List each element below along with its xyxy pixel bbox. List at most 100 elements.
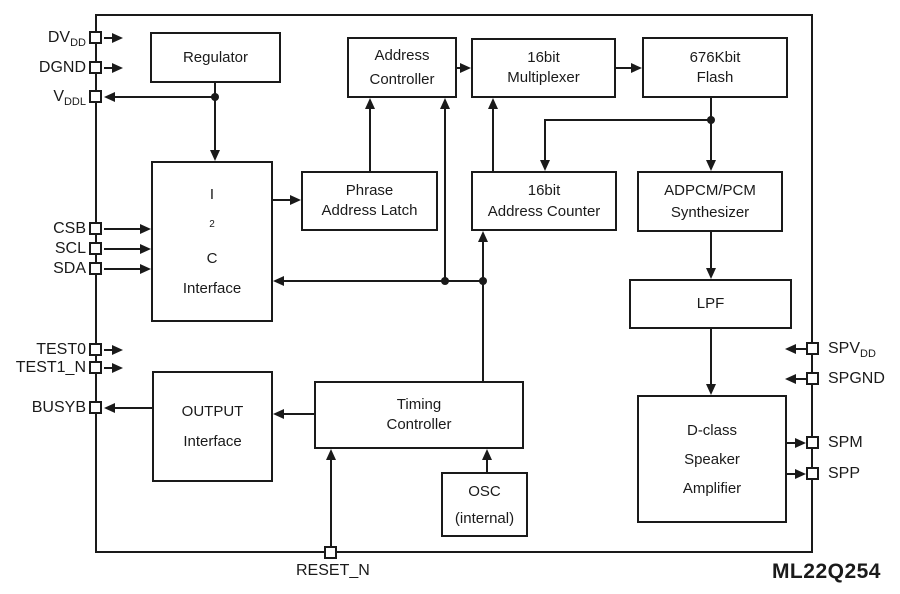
junction-dot-vddl: [211, 93, 219, 101]
block-label: 676Kbit: [689, 48, 741, 66]
wire-amp-to-spp: [787, 473, 795, 475]
wire-regulator-to-i2c: [214, 83, 216, 150]
wire-csb-to-i2c: [104, 228, 140, 230]
pin-spvdd: [806, 342, 819, 355]
wire-counter-to-mux: [492, 109, 494, 171]
pin-label-test0: TEST0: [36, 341, 86, 358]
arrowhead-mux-to-flash: [631, 63, 642, 73]
block-label: Speaker: [684, 450, 740, 468]
wire-dvdd-stub: [104, 37, 112, 39]
pin-spm: [806, 436, 819, 449]
pin-scl: [89, 242, 102, 255]
wire-timing-to-output: [284, 413, 314, 415]
block-output-interface: OUTPUT Interface: [152, 371, 273, 482]
pin-label-spm: SPM: [828, 434, 863, 451]
block-label: OUTPUT: [181, 402, 244, 420]
arrowhead-i2c-to-phrase: [290, 195, 301, 205]
wire-timing-to-counter: [482, 242, 484, 381]
block-label: Address Counter: [487, 203, 601, 220]
wire-dgnd-stub: [104, 67, 112, 69]
wire-adpcm-to-lpf: [710, 232, 712, 268]
block-address-controller: Address Controller: [347, 37, 457, 98]
pin-label-test1-n: TEST1_N: [15, 359, 86, 376]
pin-busyb: [89, 401, 102, 414]
arrowhead-regulator-to-i2c: [210, 150, 220, 161]
arrowhead-dgnd-in: [112, 63, 123, 73]
arrowhead-resetn-to-timing: [326, 449, 336, 460]
block-lpf: LPF: [629, 279, 792, 329]
part-number-label: ML22Q254: [771, 560, 881, 583]
block-676kbit-flash: 676Kbit Flash: [642, 37, 788, 98]
arrowhead-timing-to-counter: [478, 231, 488, 242]
arrowhead-phrase-to-addrctrl: [365, 98, 375, 109]
block-label: LPF: [696, 295, 725, 312]
superscript: 2: [209, 218, 215, 230]
pin-label-busyb: BUSYB: [31, 399, 86, 416]
wire-vddl-out: [115, 96, 215, 98]
arrowhead-output-to-busyb: [104, 403, 115, 413]
pin-dvdd: [89, 31, 102, 44]
block-label: Controller: [369, 70, 435, 88]
subscript: DD: [70, 37, 86, 50]
wire-branch-to-counter: [544, 119, 546, 160]
block-phrase-address-latch: Phrase Address Latch: [301, 171, 438, 231]
pin-sda: [89, 262, 102, 275]
block-label: Phrase: [345, 182, 394, 199]
wire-resetn-to-timing: [330, 460, 332, 546]
block-label: Interface: [183, 432, 242, 450]
arrowhead-lpf-to-amp: [706, 384, 716, 395]
arrowhead-flash-to-adpcm: [706, 160, 716, 171]
pin-vddl: [89, 90, 102, 103]
arrowhead-spvdd-in: [785, 344, 796, 354]
wire-lpf-to-amp: [710, 329, 712, 384]
arrowhead-vddl-out: [104, 92, 115, 102]
arrowhead-test1n-in: [112, 363, 123, 373]
pin-label-sda: SDA: [53, 260, 86, 277]
wire-i2c-to-phrase-latch: [273, 199, 290, 201]
subscript: DDL: [63, 96, 86, 109]
block-label: OSC: [468, 482, 501, 500]
arrowhead-counter-to-mux: [488, 98, 498, 109]
block-timing-controller: Timing Controller: [314, 381, 524, 449]
junction-dot-flash-branch: [707, 116, 715, 124]
block-regulator: Regulator: [150, 32, 281, 83]
wire-spvdd-stub: [796, 348, 806, 350]
block-label: Flash: [696, 68, 734, 86]
block-label: Address: [374, 46, 430, 64]
arrowhead-dvdd-in: [112, 33, 123, 43]
wire-spgnd-stub: [796, 378, 806, 380]
wire-amp-to-spm: [787, 442, 795, 444]
wire-timing-to-addrctrl: [444, 109, 446, 281]
pin-label-reset-n: RESET_N: [296, 562, 370, 579]
block-dclass-speaker-amplifier: D-class Speaker Amplifier: [637, 395, 787, 523]
block-label: (internal): [454, 509, 515, 527]
pin-reset-n: [324, 546, 337, 559]
wire-test1n-stub: [104, 367, 112, 369]
pin-label-vddl: VDDL: [53, 88, 86, 109]
wire-output-to-busyb: [115, 407, 152, 409]
wire-flash-branch: [545, 119, 711, 121]
block-label: 16bit: [527, 182, 561, 199]
block-label: ADPCM/PCM: [664, 181, 756, 199]
pin-spgnd: [806, 372, 819, 385]
block-label: Synthesizer: [670, 203, 750, 221]
arrowhead-test0-in: [112, 345, 123, 355]
arrowhead-adpcm-to-lpf: [706, 268, 716, 279]
block-label: 16bit: [527, 49, 560, 66]
block-osc-internal: OSC (internal): [441, 472, 528, 537]
block-label: Timing: [396, 396, 442, 413]
wire-sda-to-i2c: [104, 268, 140, 270]
arrowhead-osc-to-timing: [482, 449, 492, 460]
arrowhead-timing-to-output: [273, 409, 284, 419]
block-16bit-address-counter: 16bit Address Counter: [471, 171, 617, 231]
wire-timing-to-i2c: [284, 280, 483, 282]
arrowhead-scl-in: [140, 244, 151, 254]
pin-csb: [89, 222, 102, 235]
pin-label-spgnd: SPGND: [828, 370, 885, 387]
pin-label-csb: CSB: [53, 220, 86, 237]
block-16bit-multiplexer: 16bit Multiplexer: [471, 38, 616, 98]
pin-spp: [806, 467, 819, 480]
pin-test1-n: [89, 361, 102, 374]
